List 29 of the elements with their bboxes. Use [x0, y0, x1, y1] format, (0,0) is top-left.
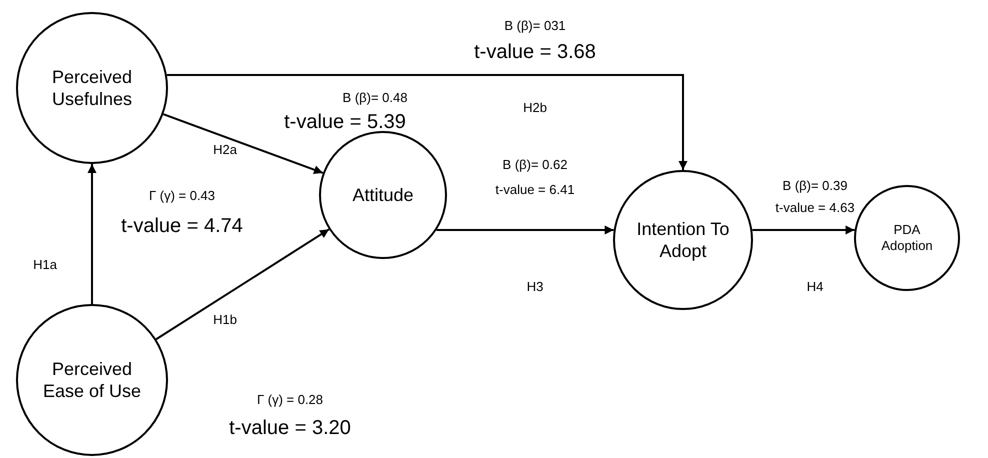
- construct-name: Attitude: [352, 184, 414, 206]
- arrow: [162, 113, 324, 174]
- construct-name: Perceived Ease of Use: [42, 358, 142, 402]
- path-label: t-value = 4.74: [121, 215, 243, 237]
- path-label: t-value = 3.68: [474, 41, 596, 63]
- path-label: t-value = 5.39: [284, 111, 406, 133]
- path-label: t-value = 6.41: [495, 182, 575, 198]
- path-label: Β (β)= 0.39: [782, 178, 848, 194]
- arrow: [88, 164, 96, 304]
- path-label: Γ (γ) = 0.28: [256, 392, 324, 408]
- path-label: H2b: [523, 100, 547, 116]
- construct-name: PDA Adoption: [880, 222, 934, 254]
- path-label: Β (β)= 0.48: [342, 90, 408, 106]
- path-label: t-value = 4.63: [775, 200, 855, 216]
- construct-name: Perceived Usefulnes: [50, 66, 134, 110]
- path-label: t-value = 3.20: [229, 417, 351, 439]
- arrow: [166, 74, 688, 170]
- path-label: Β (β)= 0.62: [502, 158, 568, 172]
- path-label: H4: [806, 280, 824, 294]
- arrow: [752, 226, 855, 234]
- construct-name: Intention To Adopt: [636, 218, 730, 262]
- path-label: Β (β)= 031: [504, 18, 566, 34]
- path-label: H3: [526, 280, 544, 294]
- path-label: Γ (γ) = 0.43: [148, 188, 216, 204]
- arrow: [156, 228, 330, 340]
- path-label: H1b: [213, 312, 237, 328]
- arrow: [436, 226, 614, 234]
- path-label: H2a: [213, 142, 237, 158]
- path-label: H1a: [33, 258, 57, 272]
